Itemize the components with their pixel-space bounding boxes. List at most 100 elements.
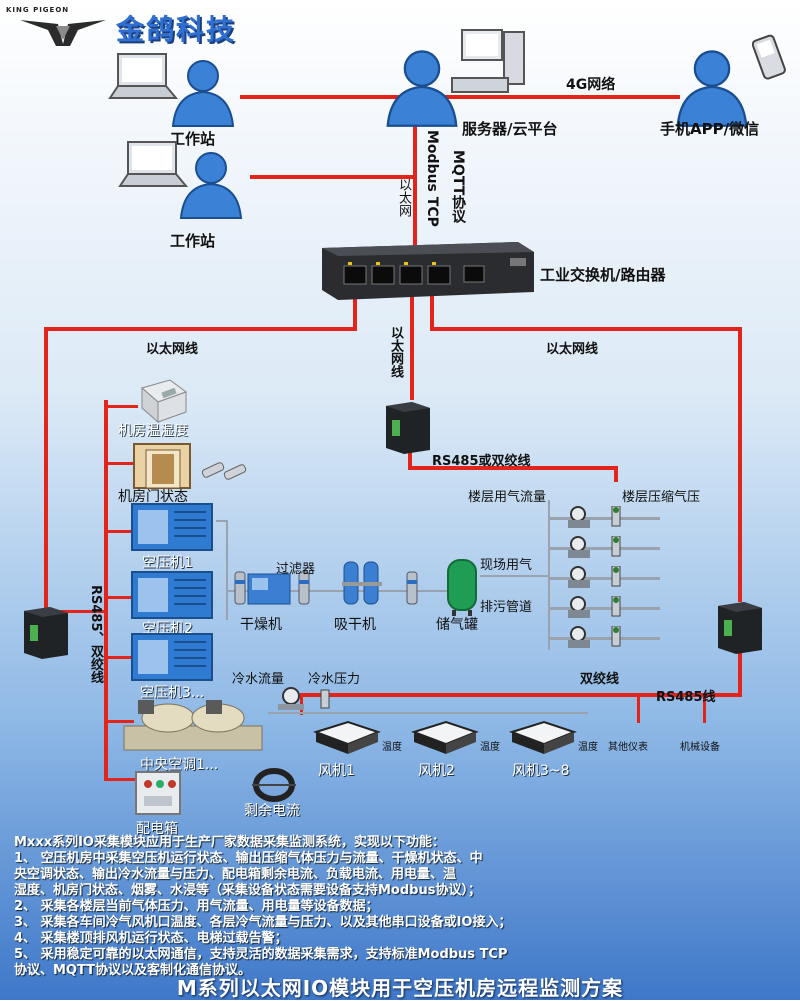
description-line: Mxxx系列IO采集模块应用于生产厂家数据采集监测系统，实现以下功能： xyxy=(14,835,445,850)
wire-bus-power xyxy=(104,778,138,781)
room-door-label: 机房门状态 xyxy=(118,489,188,505)
io-module-mid-icon xyxy=(386,402,430,454)
dryer-label: 干燥机 xyxy=(240,617,282,633)
fan-coil-1-icon xyxy=(312,720,381,754)
wire-right-horizontal xyxy=(430,327,742,331)
fan-coil-2-icon xyxy=(410,720,479,754)
page-title: M系列以太网IO模块用于空压机房远程监测方案 xyxy=(176,976,624,1000)
cold-pressure-label: 冷水压力 xyxy=(308,672,361,687)
machine-label: 机械设备 xyxy=(680,742,720,753)
temp-label-2: 温度 xyxy=(480,742,500,753)
description-line: 3、 采集各车间冷气风机口温度、各层冷气流量与压力、以及其他串口设备或IO接入； xyxy=(14,915,512,930)
fan-coil-3-icon xyxy=(508,720,577,754)
floor-meter-pair-icon xyxy=(550,626,660,648)
mobile-user-icon xyxy=(676,50,748,127)
adsorption-dryer-icon xyxy=(342,561,382,605)
cold-water-pressure-sensor-icon xyxy=(320,689,330,709)
workstation-user-icon xyxy=(171,60,235,127)
pipe-tank-to-floors xyxy=(480,575,550,577)
switch-label: 工业交换机/路由器 xyxy=(540,266,666,284)
power-distribution-box-icon xyxy=(135,771,181,815)
wire-drop-other xyxy=(637,693,640,723)
wire-left-horizontal xyxy=(44,327,357,331)
wire-bus-c2 xyxy=(104,596,134,599)
wire-right-to-devices xyxy=(300,693,742,697)
wire-bus-door xyxy=(104,462,134,465)
wire-mid-to-twisted xyxy=(408,452,412,468)
door-icon xyxy=(133,443,191,489)
door-magnetic-sensor-icon xyxy=(201,462,247,480)
protocol-mqtt-label: MQTT协议 xyxy=(450,150,466,224)
residual-current-sensor-icon xyxy=(252,768,296,802)
drain-label: 排污管道 xyxy=(480,600,533,615)
description-line: 1、 空压机房中采集空压机运行状态、输出压缩气体压力与流量、干燥机状态、中 xyxy=(14,851,483,866)
compressor-1-label: 空压机1 xyxy=(142,555,193,571)
temp-label-3: 温度 xyxy=(578,742,598,753)
floor-meter-pair-icon xyxy=(550,536,660,558)
site-gas-label: 现场用气 xyxy=(480,558,533,573)
workstation-user-icon xyxy=(179,152,243,219)
floor-meter-pair-icon xyxy=(550,596,660,618)
adsorb-dryer-label: 吸干机 xyxy=(334,617,376,633)
wire-twisted-horizontal xyxy=(408,466,618,470)
link-ethernet-right-label: 以太网线 xyxy=(546,342,599,357)
workstation-label-2: 工作站 xyxy=(170,232,216,250)
filter-icon xyxy=(234,571,246,605)
server-label: 服务器/云平台 xyxy=(462,120,558,138)
cold-flow-label: 冷水流量 xyxy=(232,672,285,687)
link-4g-label: 4G网络 xyxy=(566,77,616,93)
wire-drop-machine xyxy=(703,693,706,723)
air-compressor-2-icon xyxy=(131,571,213,619)
brand-name: 金鸽科技 xyxy=(116,13,237,46)
server-user-icon xyxy=(386,50,458,127)
filter-icon xyxy=(298,571,310,605)
link-rs485-twisted-label: RS485或双绞线 xyxy=(432,454,531,469)
pipe-floors-vertical xyxy=(548,500,550,650)
filter-label: 过滤器 xyxy=(276,562,316,577)
wire-switch-mid-down xyxy=(410,295,414,400)
link-ethernet-left-label: 以太网线 xyxy=(146,342,199,357)
logo: KING PIGEON 金鸽科技 xyxy=(0,0,260,50)
workstation-laptop-icon xyxy=(118,141,188,187)
wire-ws1-server xyxy=(240,95,400,99)
pipe-compressors-vertical xyxy=(226,520,228,620)
wire-right-module-down xyxy=(738,650,742,695)
wire-server-mobile xyxy=(440,95,680,99)
tank-label: 储气罐 xyxy=(436,617,478,633)
server-computer-icon xyxy=(451,29,525,93)
wire-bus-temp xyxy=(104,405,138,408)
wire-right-vertical xyxy=(738,327,742,602)
link-rs485-left-label: RS485、双绞线 xyxy=(88,585,103,684)
mobile-phone-icon xyxy=(752,34,786,80)
link-ethernet-up-label: 以太网 xyxy=(396,178,411,217)
air-tank-icon xyxy=(447,559,477,616)
floor-flow-label: 楼层用气流量 xyxy=(468,490,547,505)
description-line: 5、 采用稳定可靠的以太网通信，支持灵活的数据采集需求，支持标准Modbus T… xyxy=(14,947,508,962)
air-compressor-1-icon xyxy=(131,503,213,551)
filter-icon xyxy=(406,571,418,605)
floor-meter-pair-icon xyxy=(550,566,660,588)
wire-bus-c1 xyxy=(104,530,134,533)
mobile-label: 手机APP/微信 xyxy=(660,120,760,138)
temp-label-1: 温度 xyxy=(382,742,402,753)
pipe-main-line xyxy=(228,590,450,592)
description-line: 协议、MQTT协议以及客制化通信协议。 xyxy=(14,963,252,978)
floor-pressure-label: 楼层压缩气压 xyxy=(622,490,701,505)
pigeon-logo-icon xyxy=(20,20,106,46)
refrigerated-dryer-icon xyxy=(247,573,291,605)
logo-subtitle: KING PIGEON xyxy=(6,6,70,14)
wire-bus-ac xyxy=(104,720,134,723)
central-ac-chiller-icon xyxy=(123,700,263,751)
workstation-laptop-icon xyxy=(108,53,178,99)
floor-meter-pair-icon xyxy=(550,506,660,528)
description-line: 2、 采集各楼层当前气体压力、用气流量、用电量等设备数据； xyxy=(14,899,379,914)
io-module-right-icon xyxy=(718,602,762,654)
other-meter-label: 其他仪表 xyxy=(608,742,648,753)
pipe-ac-to-fans xyxy=(268,712,588,714)
io-module-left-icon xyxy=(24,607,68,659)
room-temp-label: 机房温湿度 xyxy=(118,423,188,439)
description-line: 湿度、机房门状态、烟雾、水浸等（采集设备状态需要设备支持Modbus协议）； xyxy=(14,883,481,898)
power-box-label: 配电箱 xyxy=(136,821,178,837)
temperature-humidity-sensor-icon xyxy=(140,379,188,424)
wire-bus-c3 xyxy=(104,656,134,659)
